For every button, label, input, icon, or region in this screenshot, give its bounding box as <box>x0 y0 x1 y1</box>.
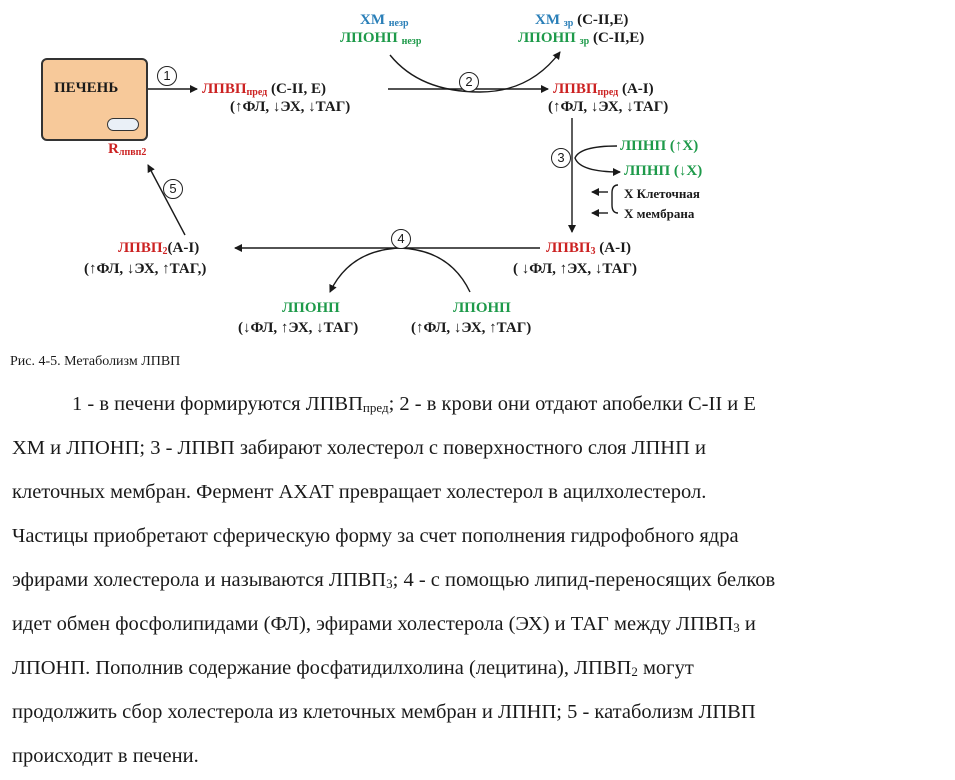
arc-cm-vldl-exchange <box>389 51 561 93</box>
arrow-hdl2-to-receptor <box>147 164 186 236</box>
cell-cholesterol: Х Клеточная <box>624 186 700 201</box>
liver-label: ПЕЧЕНЬ <box>54 80 119 96</box>
vldl-immature: ЛПОНП незр <box>340 30 422 47</box>
hdl-metabolism-diagram: ПЕЧЕНЬ 1 2 3 4 5 Rлпвп2 ЛПВПпред (С-II, … <box>0 0 955 345</box>
cm-mature: ХМ зр (С-II,Е) <box>535 12 629 29</box>
hdl-receptor-label: Rлпвп2 <box>108 141 147 158</box>
diagram-arrows <box>147 51 621 293</box>
vldl-right: ЛПОНП <box>453 300 511 316</box>
ldl-cholesterol-poor: ЛПНП (↓Х) <box>624 163 703 179</box>
text-line-6: идет обмен фосфолипидами (ФЛ), эфирами х… <box>12 613 756 635</box>
figure-caption: Рис. 4-5. Метаболизм ЛПВП <box>10 354 181 369</box>
hdl2-composition: (↑ФЛ, ↓ЭХ, ↑ТАГ,) <box>84 261 207 277</box>
text-line-3: клеточных мембран. Фермент АХАТ превраща… <box>12 481 707 503</box>
hdl-nascent-top-composition: (↑ФЛ, ↓ЭХ, ↓ТАГ) <box>230 99 351 115</box>
arc-ldl-exchange <box>574 145 621 176</box>
text-line-4: Частицы приобретают сферическую форму за… <box>12 525 739 547</box>
text-line-5: эфирами холестерола и называются ЛПВП3; … <box>12 569 776 591</box>
text-line-7: ЛПОНП. Пополнив содержание фосфатидилхол… <box>12 657 694 679</box>
membrane-cholesterol: Х мембрана <box>624 206 695 221</box>
step-2: 2 <box>459 72 479 92</box>
text-line-2: ХМ и ЛПОНП; 3 - ЛПВП забирают холестерол… <box>12 437 706 459</box>
vldl-left-composition: (↓ФЛ, ↑ЭХ, ↓ТАГ) <box>238 320 359 336</box>
arc-vldl-exchange <box>329 247 471 293</box>
step-1: 1 <box>157 66 177 86</box>
text-line-8: продолжить сбор холестерола из клеточных… <box>12 701 756 723</box>
hdl3-composition: ( ↓ФЛ, ↑ЭХ, ↓ТАГ) <box>513 261 638 277</box>
cm-immature: ХМ незр <box>360 12 409 29</box>
text-line-9: происходит в печени. <box>12 745 199 767</box>
vldl-mature: ЛПОНП зр (С-II,Е) <box>518 30 645 47</box>
hdl-nascent-top: ЛПВПпред (С-II, Е) <box>202 81 326 98</box>
hdl-nascent-right-composition: (↑ФЛ, ↓ЭХ, ↓ТАГ) <box>548 99 669 115</box>
ldl-cholesterol-rich: ЛПНП (↑Х) <box>620 138 699 154</box>
hdl2: ЛПВП2(А-I) <box>118 240 200 257</box>
text-line-1: 1 - в печени формируются ЛПВПпред; 2 - в… <box>72 393 756 415</box>
vldl-right-composition: (↑ФЛ, ↓ЭХ, ↑ТАГ) <box>411 320 532 336</box>
step-5: 5 <box>163 179 183 199</box>
step-3: 3 <box>551 148 571 168</box>
step-4: 4 <box>391 229 411 249</box>
hdl-nascent-right: ЛПВПпред (А-I) <box>553 81 654 98</box>
hdl3: ЛПВП3 (А-I) <box>546 240 631 257</box>
vldl-left: ЛПОНП <box>282 300 340 316</box>
liver-receptor-pill <box>107 118 139 131</box>
bracket-chol <box>611 184 619 214</box>
